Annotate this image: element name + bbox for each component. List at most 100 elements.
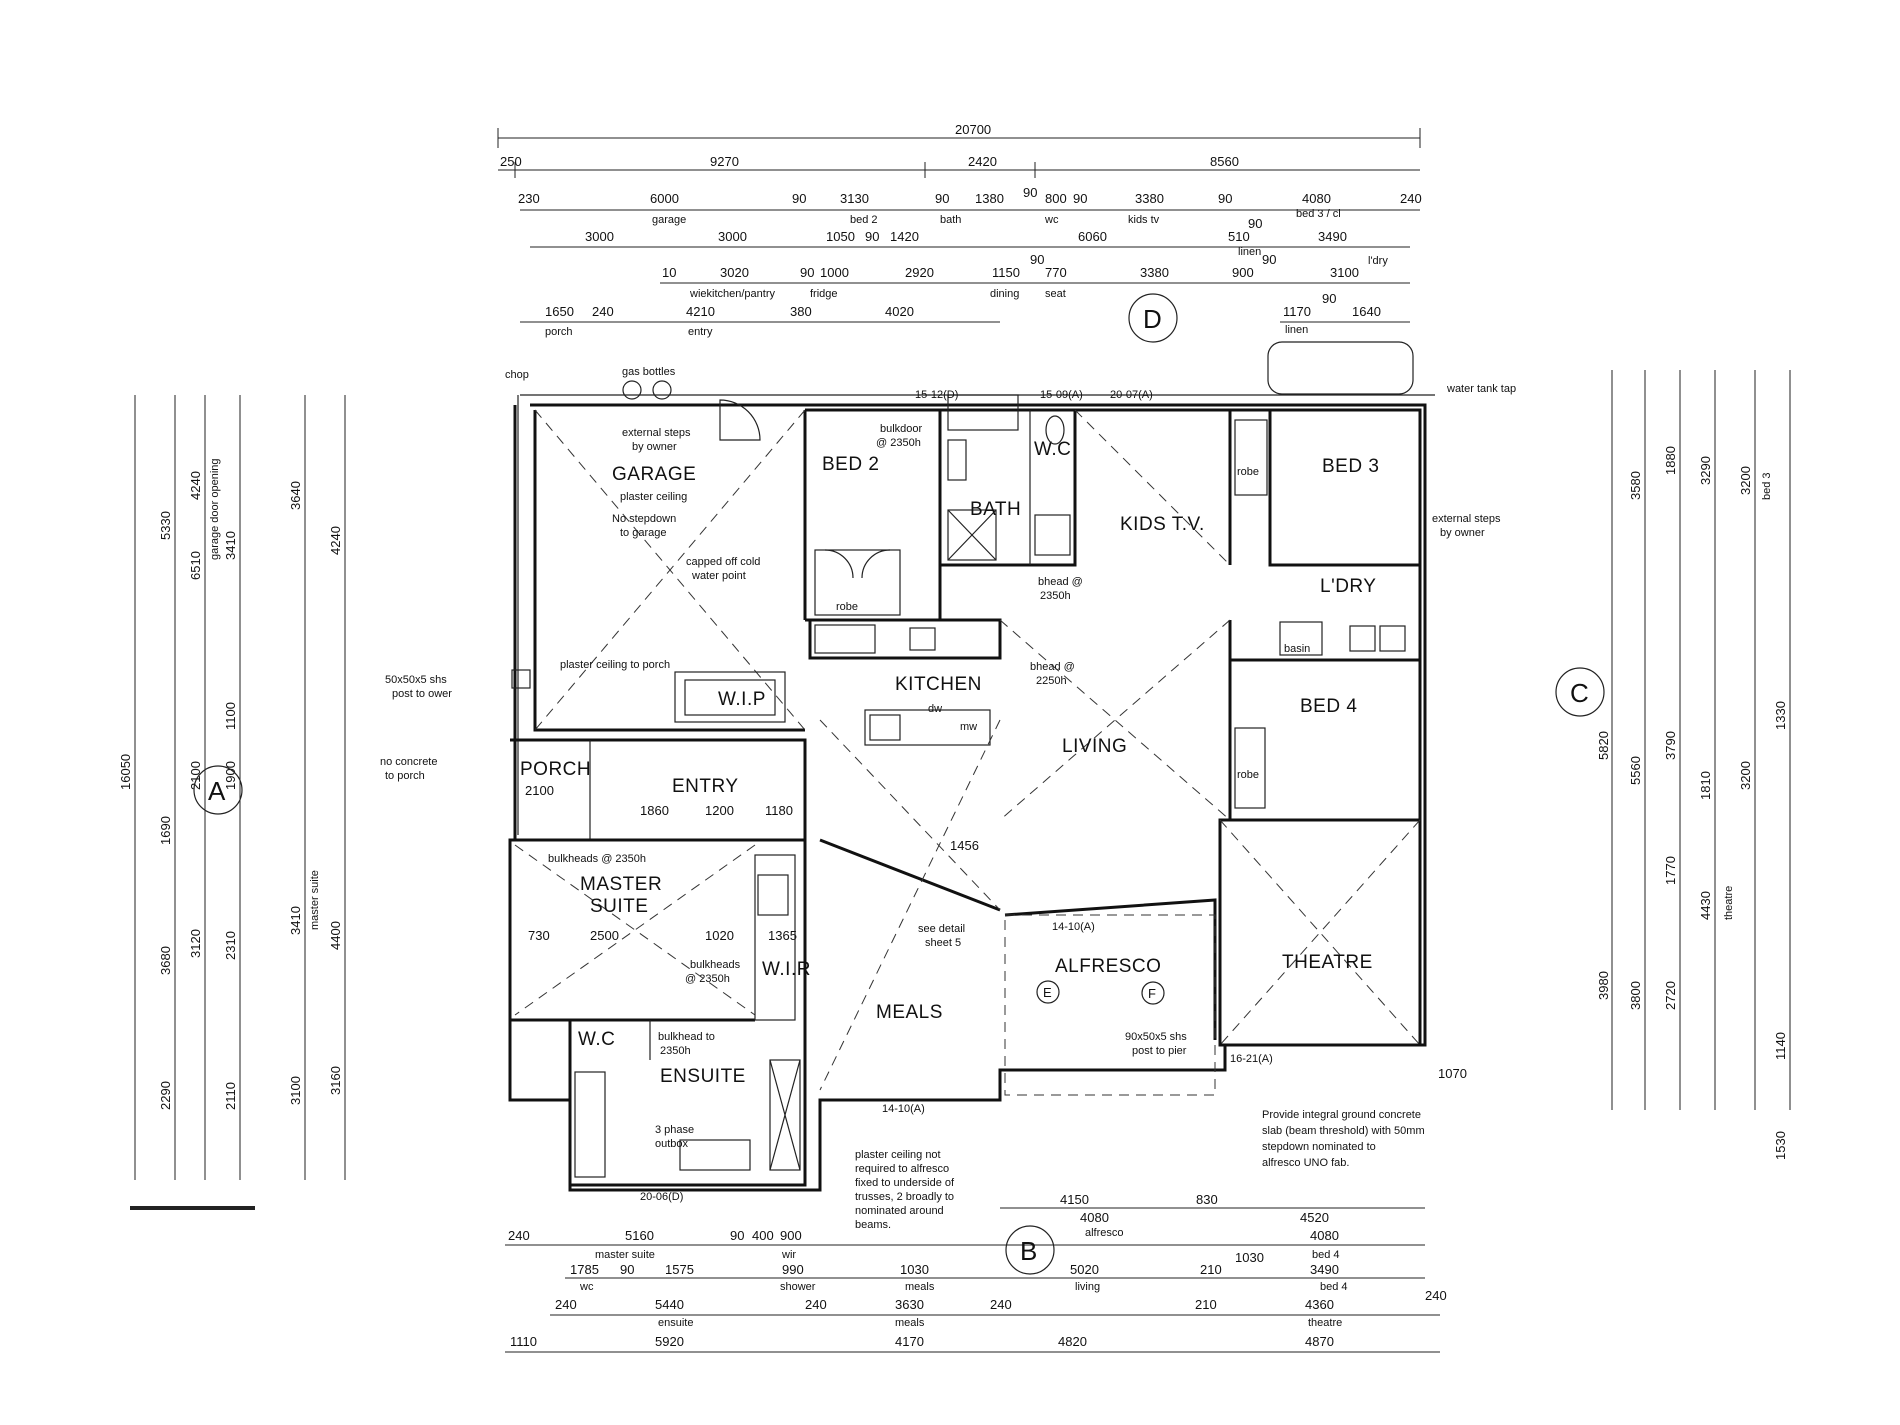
dim-top: 3100 [1330,265,1359,280]
dim-right: 4430 [1698,891,1713,920]
wall-tag: 16-21(A) [1230,1053,1273,1065]
note-external-steps-right: by owner [1440,527,1485,539]
note-three-phase: outbox [655,1138,689,1150]
dim-right: 1770 [1663,856,1678,885]
elevation-label-b: B [1020,1236,1037,1266]
elevation-marker-d [1128,293,1178,343]
master-suite: MASTER SUITE bulkheads @ 2350h 730 2500 … [508,838,811,1090]
dim-top: 90 [1322,291,1336,306]
dim-top: 510 [1228,229,1250,244]
note-bulkhead-ensuite: bulkhead to [658,1031,715,1043]
dim-left: 3100 [288,1076,303,1105]
dim-left: 3680 [158,946,173,975]
dim-left: 3640 [288,481,303,510]
note-see-detail: sheet 5 [925,937,961,949]
note-bulkhead-master: bulkheads @ 2350h [548,853,646,865]
dim-right: 2720 [1663,981,1678,1010]
dim-top: 1150 [992,265,1020,280]
dim-left: 2110 [223,1082,238,1110]
dim-bottom: 4150 [1060,1192,1089,1207]
dim-label: l'dry [1368,255,1388,267]
dim-top: 1170 [1283,304,1311,319]
dim-top: 10 [662,265,676,280]
dim-label: entry [688,326,713,338]
dim-bottom: 4870 [1305,1334,1334,1349]
dim-bottom: 1110 [510,1334,537,1349]
dim-label: ensuite [658,1317,693,1329]
dim-right: 3790 [1663,731,1678,760]
dim-left: 5330 [158,511,173,540]
dim-top: 9270 [710,154,739,169]
note-see-detail: see detail [918,923,965,935]
dim-bottom: 90 [730,1228,744,1243]
room-label-wir: W.I.R [762,959,811,980]
dim-bottom: 4080 [1310,1228,1339,1243]
dim-label: alfresco [1085,1227,1124,1239]
dim-bottom: 240 [1425,1288,1447,1303]
note-plaster-ceiling-alfresco: fixed to underside of [855,1177,955,1189]
bottom-dimensions: 4150 830 4080 4520 alfresco 240 5160 90 … [505,1192,1447,1353]
bath-wc-rooms: BATH W.C [940,394,1077,567]
dim-label: meals [895,1317,925,1329]
wall-tag: 20-06(D) [640,1191,683,1203]
dim-top: 770 [1045,265,1067,280]
dim-bottom: 5440 [655,1297,684,1312]
dim-bottom: 240 [508,1228,530,1243]
room-label-bed2: BED 2 [822,454,879,475]
dim-top: 1640 [1352,304,1381,319]
dim-left: 2290 [158,1081,173,1110]
note-capped-off: capped off cold [686,556,760,568]
note-bulkheads-wir: bulkheads [690,959,741,971]
dim-bottom: 900 [780,1228,802,1243]
dim-right: 1810 [1698,771,1713,800]
dim-top: 4080 [1302,191,1331,206]
dim-right: 1530 [1773,1131,1788,1160]
dim-misc: 730 [528,928,550,943]
dim-bottom: 240 [555,1297,577,1312]
dim-label: linen [1285,324,1308,336]
note-bhead-height: 2250h [1036,675,1067,687]
wall-tag: 14-10(A) [882,1103,925,1115]
dim-top: 800 [1045,191,1067,206]
dim-bottom: 4520 [1300,1210,1329,1225]
dim-bottom: 1030 [900,1262,929,1277]
dim-top: 1650 [545,304,574,319]
note-post-pier: post to pier [1132,1045,1187,1057]
dim-top: 3000 [718,229,747,244]
elevation-label-c: C [1570,678,1589,708]
dim-misc: 2500 [590,928,619,943]
note-plaster-ceiling-alfresco: required to alfresco [855,1163,949,1175]
dim-top: 1380 [975,191,1004,206]
dim-overall-width: 20700 [955,122,991,137]
dim-top: 90 [1262,252,1276,267]
dim-top: 90 [1023,185,1037,200]
dim-label: wc [1044,214,1059,226]
note-post-pier: 90x50x5 shs [1125,1031,1187,1043]
dim-bottom: 240 [805,1297,827,1312]
note-plaster-porch: plaster ceiling to porch [560,659,670,671]
elevation-marker-a [193,765,243,815]
dim-top: 90 [935,191,949,206]
note-bulkhead-ensuite-height: 2350h [660,1045,691,1057]
dim-bottom: 1030 [1235,1250,1264,1265]
dim-misc: 1070 [1438,1066,1467,1081]
dim-overall-depth: 16050 [118,754,133,790]
note-water-tank: water tank tap [1446,383,1516,395]
dim-top: 240 [592,304,614,319]
dim-misc: 1200 [705,803,734,818]
slab-note: Provide integral ground concrete slab (b… [855,1109,1425,1231]
dim-bottom: 990 [782,1262,804,1277]
room-label-bed3: BED 3 [1322,456,1379,477]
dim-left: 2310 [223,931,238,960]
note-bhead: bhead @ [1038,576,1083,588]
room-label-kitchen: KITCHEN [895,674,982,695]
note-bulkdoor: bulkdoor [880,423,923,435]
note-bhead: bhead @ [1030,661,1075,673]
dim-left: 6510 [188,551,203,580]
dim-top: 900 [1232,265,1254,280]
dim-bottom: 4820 [1058,1334,1087,1349]
note-bulkheads-wir-height: @ 2350h [685,973,730,985]
dim-left: 4400 [328,921,343,950]
note-no-concrete: to porch [385,770,425,782]
laundry-room: L'DRY basin [1270,563,1422,662]
